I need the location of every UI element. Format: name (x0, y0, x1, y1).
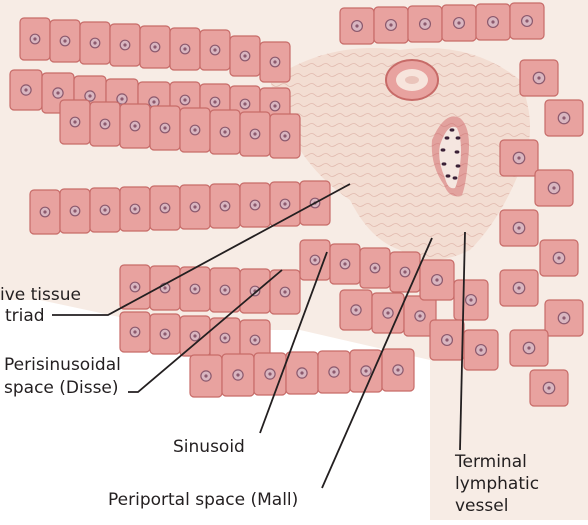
hepatocyte-cell (210, 318, 240, 358)
label-connective-tissue-line1: ive tissue (0, 285, 81, 306)
hepatocyte-cell (390, 252, 420, 292)
hepatocyte-cell (210, 184, 240, 228)
hepatocyte-cell (180, 108, 210, 152)
hepatocyte-cell (10, 70, 42, 110)
hepatocyte-cell (420, 260, 454, 300)
hepatocyte-cell (500, 270, 538, 306)
hepatocyte-cell (200, 30, 230, 70)
label-lymphatic-line2: lymphatic (455, 474, 539, 495)
label-lymphatic-line1: Terminal (455, 452, 527, 473)
hepatocyte-cell (545, 300, 583, 336)
hepatocyte-cell (120, 104, 150, 148)
hepatocyte-cell (360, 248, 390, 288)
hepatocyte-cell (510, 3, 544, 39)
hepatocyte-cell (230, 36, 260, 76)
label-disse-line1: Perisinusoidal (4, 355, 121, 376)
hepatocyte-cell (374, 7, 408, 43)
label-lymphatic-line3: vessel (455, 496, 508, 517)
hepatocyte-cell (240, 269, 270, 313)
hepatocyte-cell (350, 350, 382, 392)
hepatocyte-cell (120, 187, 150, 231)
hepatocyte-cell (170, 28, 200, 70)
hepatocyte-cell (545, 100, 583, 136)
hepatocyte-cell (318, 351, 350, 393)
hepatocyte-cell (60, 189, 90, 233)
hepatocyte-cell (120, 265, 150, 309)
hepatocyte-cell (222, 354, 254, 396)
lymphatic-endothelial-nucleus (456, 136, 461, 139)
hepatocyte-cell (530, 370, 568, 406)
hepatocyte-cell (90, 102, 120, 146)
lymphatic-endothelial-nucleus (456, 164, 461, 167)
hepatocyte-cell (150, 106, 180, 150)
hepatocyte-cell (210, 110, 240, 154)
label-disse-line2: space (Disse) (4, 378, 119, 399)
hepatocyte-cell (150, 186, 180, 230)
hepatocyte-cell (210, 268, 240, 312)
hepatocyte-cell (260, 42, 290, 82)
hepatocyte-cell (270, 114, 300, 158)
hepatocyte-cell (190, 355, 222, 397)
hepatocyte-cell (500, 210, 538, 246)
hepatocyte-cell (110, 24, 140, 66)
hepatocyte-cell (476, 4, 510, 40)
lymphatic-endothelial-nucleus (445, 136, 450, 139)
hepatocyte-cell (464, 330, 498, 370)
label-periportal-space: Periportal space (Mall) (108, 490, 298, 511)
hepatocyte-cell (540, 240, 578, 276)
hepatocyte-cell (150, 314, 180, 354)
label-connective-tissue-line2: triad (5, 306, 45, 327)
hepatocyte-cell (140, 26, 170, 68)
hepatocyte-cell (180, 185, 210, 229)
lymphatic-endothelial-nucleus (455, 150, 460, 153)
hepatocyte-cell (408, 6, 442, 42)
hepatocyte-cell (442, 5, 476, 41)
hepatocyte-cell (50, 20, 80, 62)
hepatocyte-cell (510, 330, 548, 366)
hepatocyte-cell (330, 244, 360, 284)
hepatocyte-cell (90, 188, 120, 232)
lymphatic-endothelial-nucleus (441, 148, 446, 151)
hepatocyte-cell (240, 183, 270, 227)
hepatocyte-cell (150, 266, 180, 310)
hepatocyte-cell (500, 140, 538, 176)
hepatocyte-cell (240, 112, 270, 156)
hepatocyte-cell (382, 349, 414, 391)
lymphatic-endothelial-nucleus (453, 176, 458, 179)
hepatocyte-cell (300, 240, 330, 280)
lymphatic-endothelial-nucleus (442, 162, 447, 165)
hepatocyte-cell (60, 100, 90, 144)
hepatocyte-cell (340, 290, 372, 330)
hepatocyte-cell (535, 170, 573, 206)
lymphatic-endothelial-nucleus (450, 128, 455, 131)
lymphatic-endothelial-nucleus (446, 174, 451, 177)
hepatocyte-cell (286, 352, 318, 394)
hepatocyte-cell (454, 280, 488, 320)
hepatocyte-cell (340, 8, 374, 44)
arteriole-icon (386, 60, 438, 100)
hepatocyte-cell (80, 22, 110, 64)
hepatocyte-cell (20, 18, 50, 60)
hepatocyte-cell (120, 312, 150, 352)
hepatocyte-cell (30, 190, 60, 234)
hepatocyte-cell (180, 316, 210, 356)
hepatocyte-cell (430, 320, 464, 360)
label-sinusoid: Sinusoid (173, 437, 245, 458)
hepatocyte-cell (520, 60, 558, 96)
